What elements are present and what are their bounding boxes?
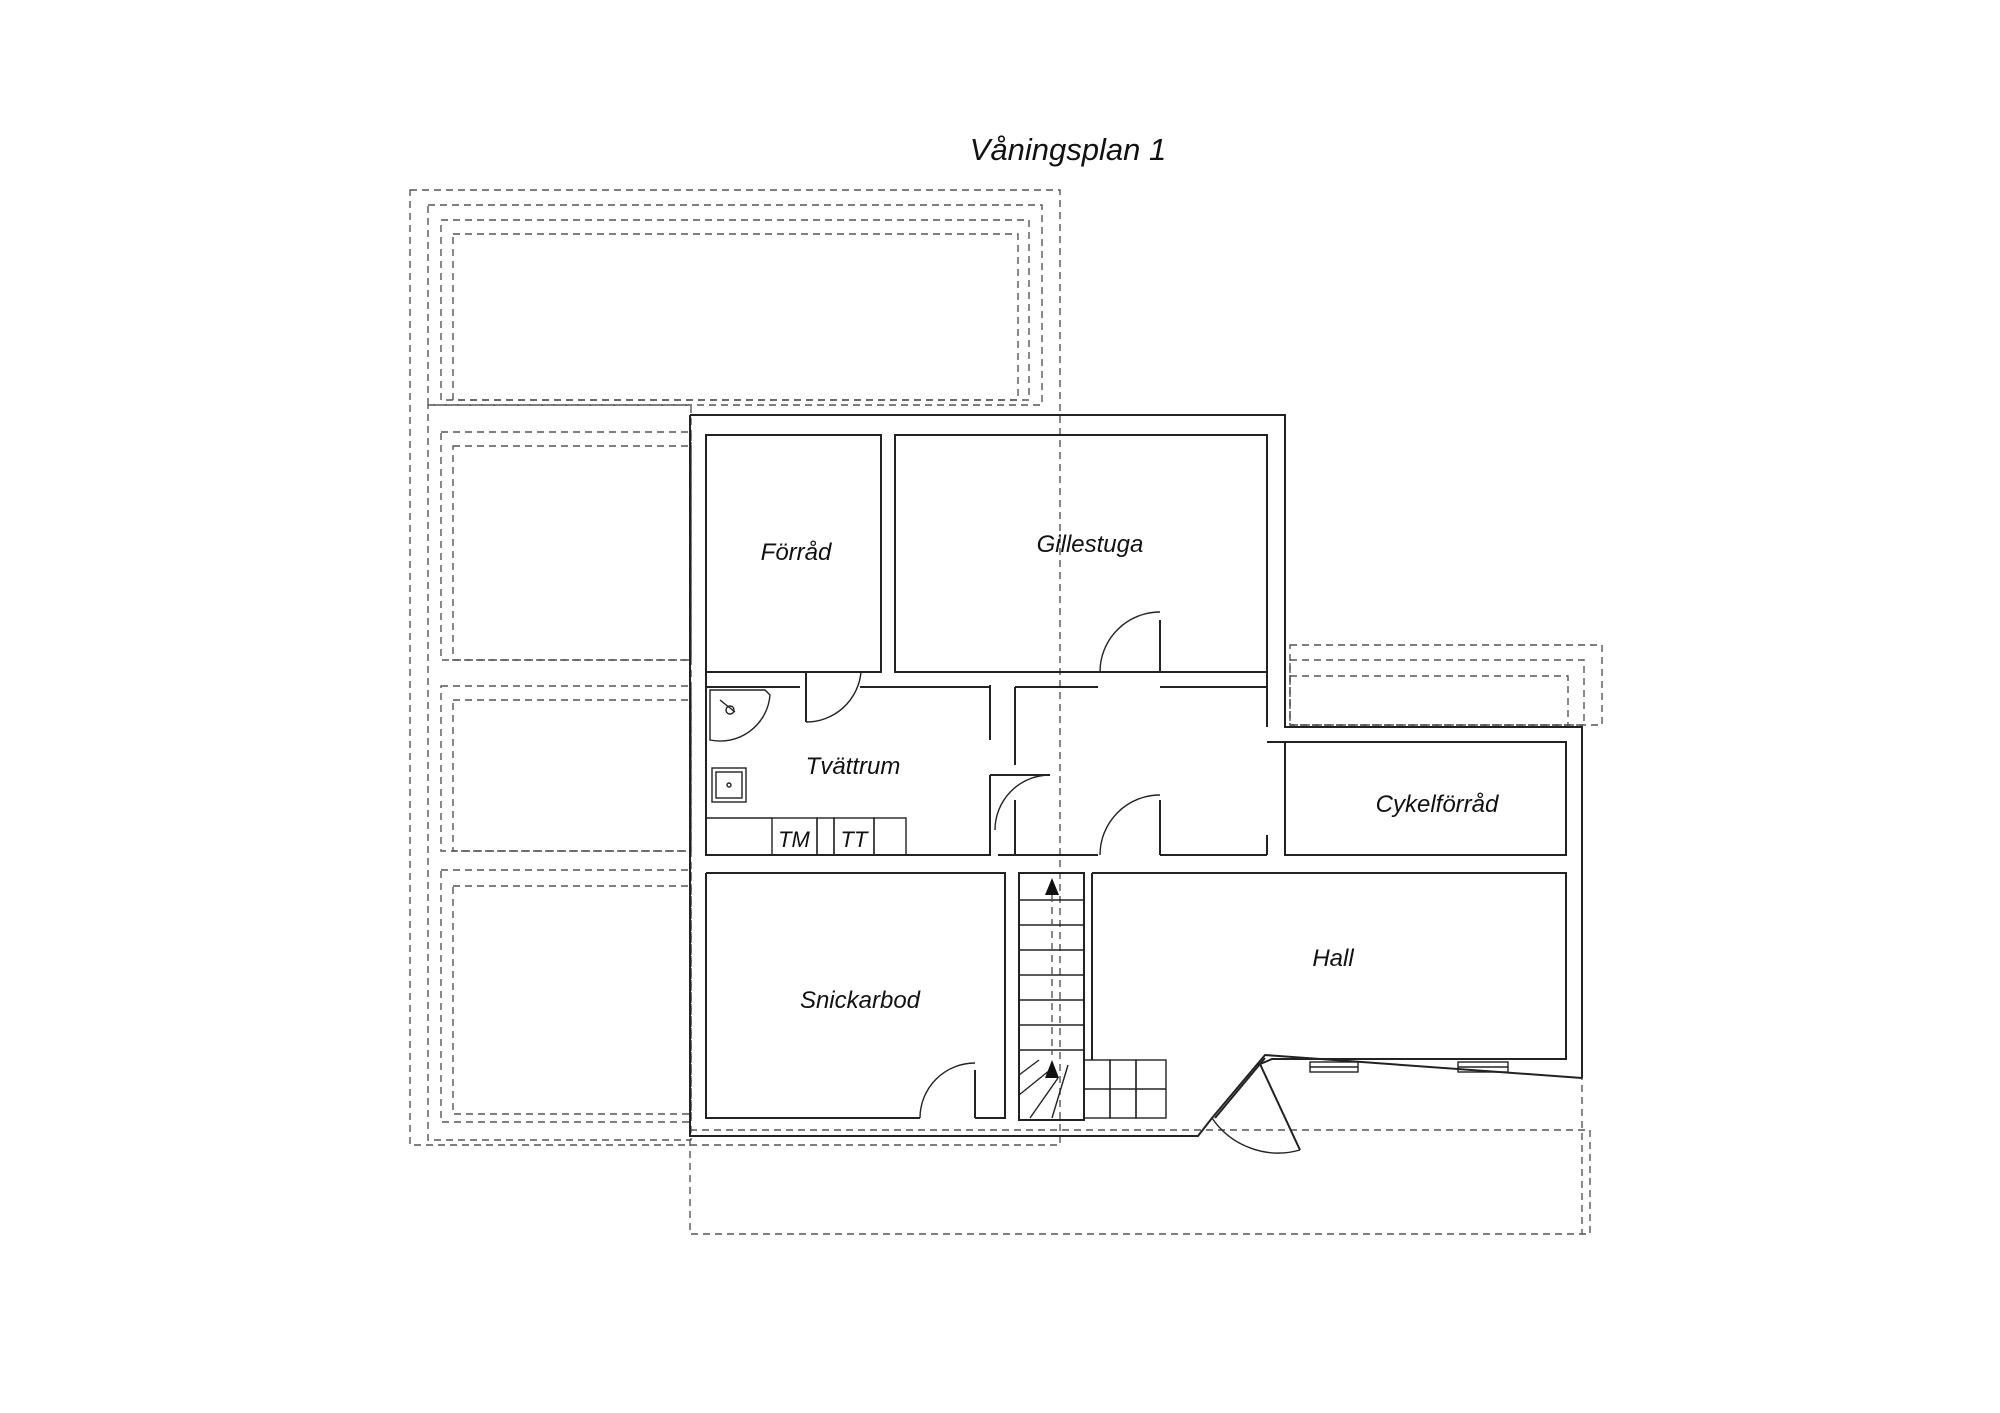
room-cykelforrad — [1266, 741, 1567, 856]
washing-machine-label: TM — [778, 827, 810, 852]
door-forrad — [805, 671, 862, 723]
room-forrad — [705, 434, 882, 673]
sink-icon — [711, 767, 747, 803]
room-snickarbod — [705, 872, 1006, 1119]
dashed-outline-right — [1289, 644, 1603, 1234]
room-label-gillestuga: Gillestuga — [1037, 531, 1144, 558]
staircase — [1018, 872, 1167, 1121]
tumble-dryer-label: TT — [841, 827, 869, 852]
shower-corner-icon — [709, 689, 771, 742]
dashed-outline-bottom — [689, 1129, 1591, 1235]
room-label-hall: Hall — [1312, 945, 1354, 972]
room-hall — [1091, 872, 1567, 1066]
window — [1309, 1061, 1359, 1073]
corridor-walls — [998, 672, 1268, 856]
window — [1457, 1061, 1509, 1073]
room-label-tvattrum: Tvättrum — [806, 753, 901, 780]
dashed-outline-left — [409, 189, 1061, 1146]
room-label-snickarbod: Snickarbod — [800, 987, 921, 1014]
washing-machine: TM — [771, 817, 818, 856]
room-gillestuga — [894, 434, 1268, 673]
stair-arrow-up-icon — [1045, 1060, 1059, 1078]
door-tvattrum — [990, 774, 1051, 831]
exterior-wall — [690, 414, 1583, 1078]
door-hall — [1099, 794, 1161, 856]
stair-arrow-up-icon — [1045, 878, 1059, 895]
room-label-cykelforrad: Cykelförråd — [1376, 791, 1499, 818]
door-gillestuga — [1099, 611, 1161, 673]
room-label-forrad: Förråd — [761, 539, 832, 566]
door-snickarbod — [919, 1062, 976, 1119]
plan-title: Våningsplan 1 — [970, 132, 1167, 167]
door-entrance — [1211, 1057, 1301, 1154]
tumble-dryer: TT — [816, 817, 907, 856]
